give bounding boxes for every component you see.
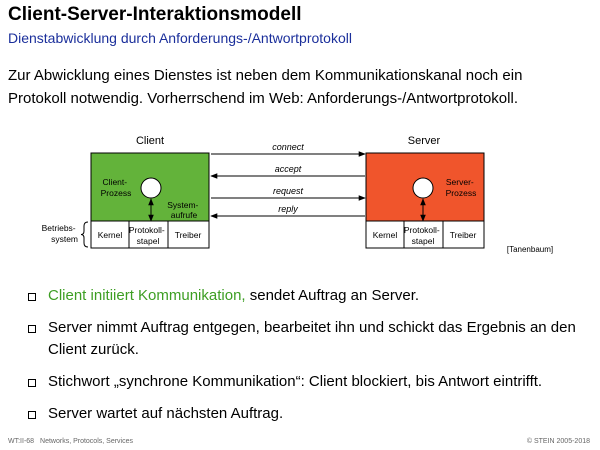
client-process-label: Client- Prozess [101,177,132,198]
os-brace [80,221,89,248]
page-subtitle: Dienstabwicklung durch Anforderungs-/Ant… [8,30,352,46]
client-server-diagram: Client Client- Prozess System- aufrufe K… [42,135,554,254]
os-label: Betriebs- system [42,223,78,244]
bullet-item-2: Server nimmt Auftrag entgegen, bearbeite… [0,317,600,361]
source-citation: [Tanenbaum] [507,245,553,254]
connect-label: connect [272,142,304,152]
server-os-box [365,220,485,249]
client-os-box [90,220,210,249]
intro-paragraph: Zur Abwicklung eines Dienstes ist neben … [8,67,523,107]
footer-copyright: © STEIN 2005-2018 [526,438,590,445]
bullet-1-highlight: Client initiiert Kommunikation, [48,287,246,304]
client-driver-label: Treiber [175,230,202,240]
bullet-list: Client initiiert Kommunikation, sendet A… [0,285,600,435]
client-label: Client [136,135,164,147]
reply-label: reply [278,204,298,214]
footer-left: WT:II-68 Networks, Protocols, Services [8,438,133,445]
server-kernel-label: Kernel [373,230,398,240]
server-driver-label: Treiber [450,230,477,240]
page-title: Client-Server-Interaktionsmodell [8,4,302,25]
client-kernel-label: Kernel [98,230,123,240]
bullet-3-text: Stichwort „synchrone Kommunikation“: Cli… [48,373,543,390]
bullet-item-4: Server wartet auf nächsten Auftrag. [0,403,600,425]
request-label: request [273,186,304,196]
bullet-marker-icon [28,411,36,419]
bullet-marker-icon [28,293,36,301]
bullet-item-1: Client initiiert Kommunikation, sendet A… [0,285,600,307]
bullet-2-text: Server nimmt Auftrag entgegen, bearbeite… [48,319,576,358]
bullet-4-text: Server wartet auf nächsten Auftrag. [48,405,284,422]
client-protocol-stack-label: Protokoll- stapel [129,225,167,246]
bullet-1-text: sendet Auftrag an Server. [245,287,420,304]
client-process-circle [140,177,162,199]
server-process-circle [412,177,434,199]
server-protocol-stack-label: Protokoll- stapel [404,225,442,246]
bullet-marker-icon [28,379,36,387]
footer-topic: Networks, Protocols, Services [40,438,133,445]
server-label: Server [408,135,441,147]
accept-label: accept [275,164,302,174]
bullet-item-3: Stichwort „synchrone Kommunikation“: Cli… [0,371,600,393]
slide-code: WT:II-68 [8,438,35,445]
bullet-marker-icon [28,325,36,333]
system-calls-label: System- aufrufe [167,200,201,220]
server-process-label: Server- Prozess [446,177,477,198]
